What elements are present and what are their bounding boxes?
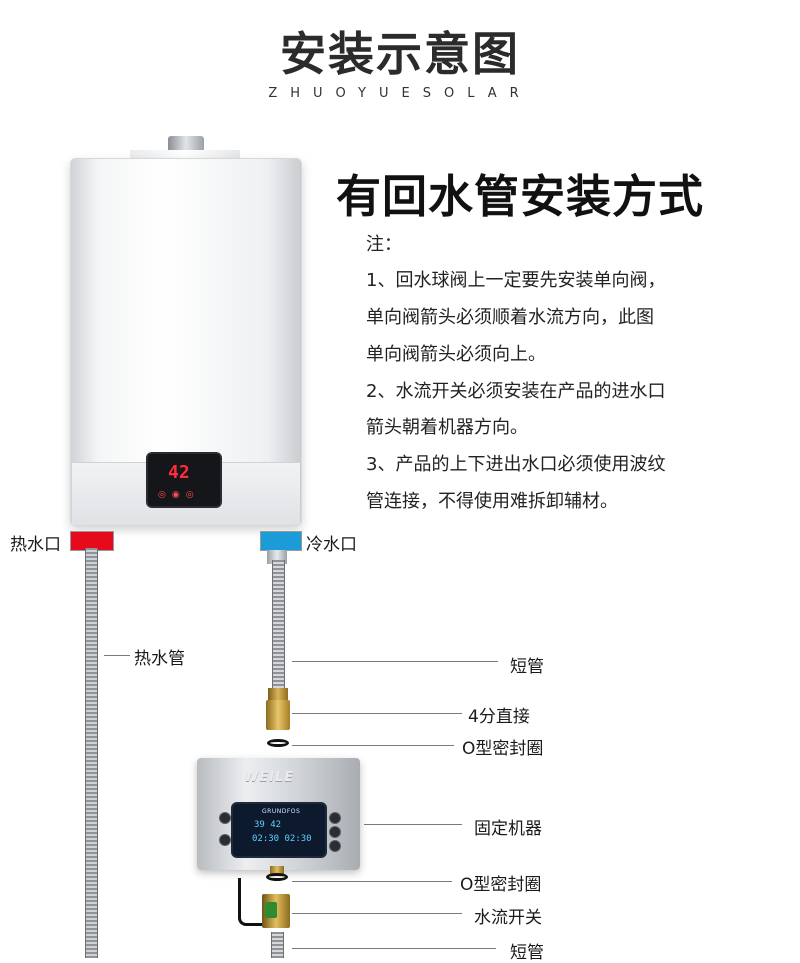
pump-screen-row1: 39 42 — [254, 820, 282, 830]
note-line: 3、产品的上下进出水口必须使用波纹 — [366, 454, 666, 475]
pump-outlet-stub — [270, 866, 284, 876]
label-straight-connector: 4分直接 — [468, 707, 530, 727]
leader-line — [292, 913, 462, 914]
leader-line — [104, 655, 130, 656]
short-pipe-upper — [272, 560, 285, 690]
note-line: 1、回水球阀上一定要先安装单向阀， — [366, 270, 666, 291]
note-line: 2、水流开关必须安装在产品的进水口 — [366, 381, 666, 402]
heater-display — [148, 454, 220, 506]
label-flow-switch: 水流开关 — [474, 908, 542, 928]
cold-water-port — [260, 531, 302, 551]
page-title: 安装示意图 — [280, 27, 520, 81]
cold-port-label: 冷水口 — [306, 535, 357, 555]
leader-line — [292, 881, 452, 882]
pump-screen-brand: GRUNDFOS — [262, 808, 301, 815]
label-o-ring-bottom: O型密封圈 — [460, 875, 542, 895]
o-ring-top — [267, 739, 289, 747]
label-o-ring-top: O型密封圈 — [462, 739, 544, 759]
pump-screen — [233, 804, 325, 856]
pump-button-icon — [329, 840, 341, 852]
note-line: 箭头朝着机器方向。 — [366, 417, 528, 438]
straight-connector — [266, 700, 290, 730]
section-title: 有回水管安装方式 — [336, 170, 705, 223]
label-fixed-machine: 固定机器 — [474, 819, 542, 839]
flow-switch-sensor — [265, 902, 277, 918]
short-pipe-lower — [271, 932, 284, 958]
flow-switch-wire — [238, 878, 268, 926]
pump-button-icon — [329, 812, 341, 824]
hot-water-pipe — [85, 548, 98, 958]
pump-button-icon — [329, 826, 341, 838]
o-ring-bottom — [266, 873, 288, 881]
leader-line — [364, 824, 462, 825]
notes-heading: 注： — [366, 234, 402, 255]
leader-line — [292, 661, 498, 662]
pump-button-icon — [219, 812, 231, 824]
heater-display-buttons: ◎◉◎ — [158, 490, 200, 500]
pump-button-icon — [219, 834, 231, 846]
hot-port-label: 热水口 — [10, 535, 61, 555]
pump-screen-row2: 02:30 02:30 — [252, 834, 312, 844]
pump-logo: WEILE — [244, 770, 295, 785]
page-subtitle: ZHUOYUESOLAR — [268, 86, 532, 101]
label-hot-pipe: 热水管 — [134, 649, 185, 669]
heater-display-value: 42 — [168, 462, 190, 483]
brass-nut — [268, 688, 288, 700]
leader-line — [292, 948, 496, 949]
label-short-pipe-bottom: 短管 — [510, 943, 544, 963]
label-short-pipe-top: 短管 — [510, 657, 544, 677]
leader-line — [292, 713, 462, 714]
note-line: 管连接，不得使用难拆卸辅材。 — [366, 491, 618, 512]
note-line: 单向阀箭头必须顺着水流方向，此图 — [366, 307, 654, 328]
leader-line — [292, 745, 454, 746]
note-line: 单向阀箭头必须向上。 — [366, 344, 546, 365]
